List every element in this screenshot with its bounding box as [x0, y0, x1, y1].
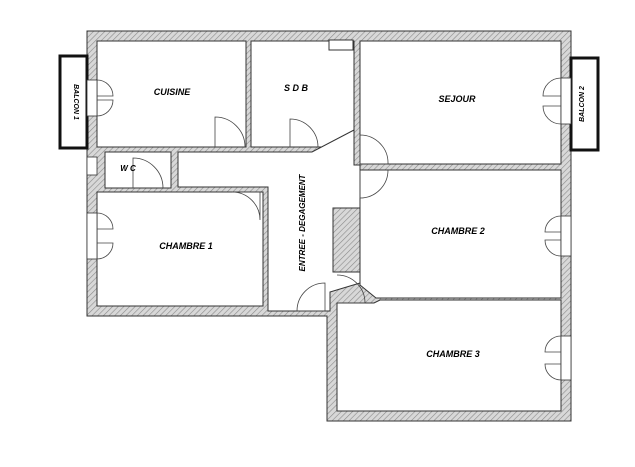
room-label-living: SEJOUR [438, 94, 476, 104]
balcony-label-left: BALCON 1 [72, 84, 79, 120]
duct-box [328, 39, 354, 51]
room-bathroom [250, 40, 355, 148]
room-label-bedroom2: CHAMBRE 2 [431, 226, 485, 236]
window-kitchen [86, 79, 98, 117]
wall-block [332, 207, 361, 273]
room-label-bedroom1: CHAMBRE 1 [159, 241, 213, 251]
window-bedroom1 [86, 212, 98, 260]
room-wc [104, 151, 172, 189]
room-label-bedroom3: CHAMBRE 3 [426, 349, 480, 359]
room-label-bathroom: S D B [284, 83, 309, 93]
window-living [560, 77, 572, 125]
window-bedroom3 [560, 335, 572, 381]
window-bedroom2 [560, 215, 572, 257]
room-label-hallway: ENTREE - DEGAGEMENT [298, 173, 307, 271]
balcony-label-right: BALCON 2 [579, 86, 586, 122]
window-swings [96, 77, 562, 381]
room-bedroom3 [336, 299, 562, 412]
room-bedroom1 [96, 191, 264, 307]
room-label-kitchen: CUISINE [154, 87, 192, 97]
room-label-wc: W C [120, 164, 136, 173]
window-wc [86, 156, 98, 176]
interior-doors [132, 116, 389, 312]
